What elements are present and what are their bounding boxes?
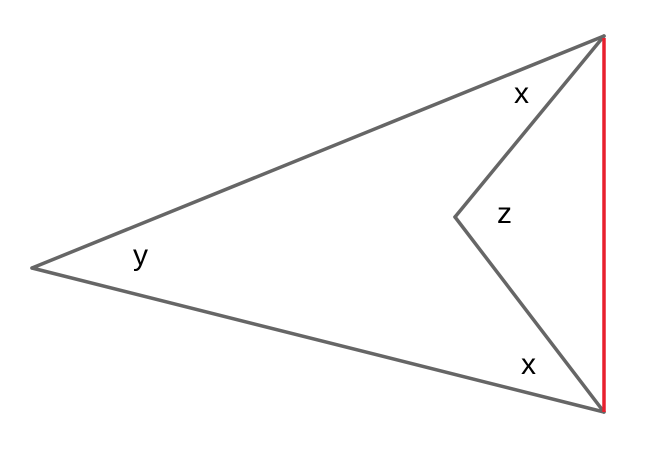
angle-label-top: x (514, 77, 529, 110)
angle-label-left: y (133, 239, 148, 272)
edge-left-to-top (30, 34, 606, 270)
edge-inner-to-bottom (453, 215, 606, 414)
angle-label-bottom: x (521, 348, 536, 381)
angle-label-inner: z (497, 197, 512, 230)
edge-top-to-inner (453, 34, 606, 219)
edge-left-to-bottom (30, 266, 606, 414)
